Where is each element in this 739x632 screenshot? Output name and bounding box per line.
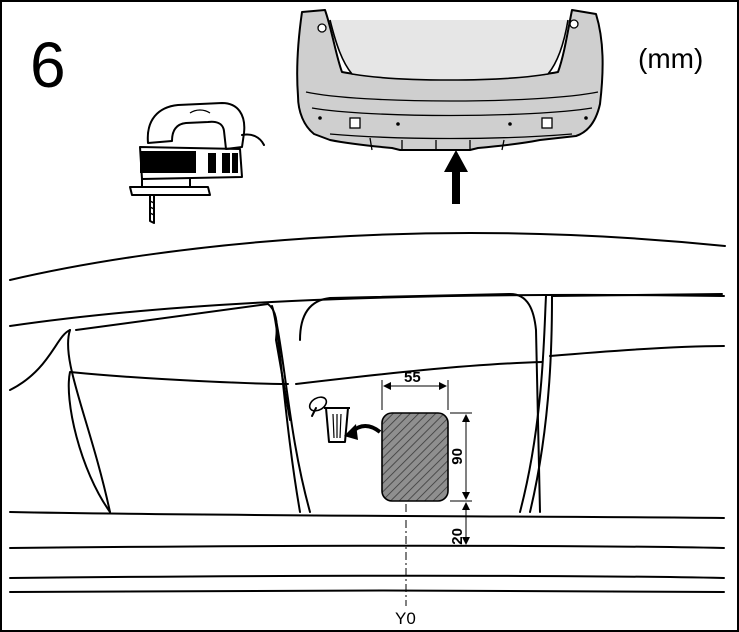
dimension-offset	[448, 502, 472, 545]
dimension-width-label: 55	[404, 369, 421, 386]
y0-label: Y0	[395, 609, 416, 628]
jigsaw-icon	[129, 102, 265, 224]
bumper-inner-view	[9, 232, 726, 593]
dimension-offset-label: 20	[449, 528, 466, 545]
step-number: 6	[30, 29, 66, 101]
dimension-height	[450, 412, 472, 502]
cutout-area	[381, 412, 449, 502]
trash-bin-icon	[324, 407, 350, 443]
curved-arrow-icon	[344, 424, 382, 440]
rear-bumper	[296, 9, 604, 151]
up-arrow-icon	[444, 150, 468, 204]
clip-icon	[308, 396, 328, 417]
dimension-height-label: 90	[449, 448, 466, 465]
units-label: (mm)	[638, 43, 703, 74]
dimension-width	[381, 380, 449, 410]
